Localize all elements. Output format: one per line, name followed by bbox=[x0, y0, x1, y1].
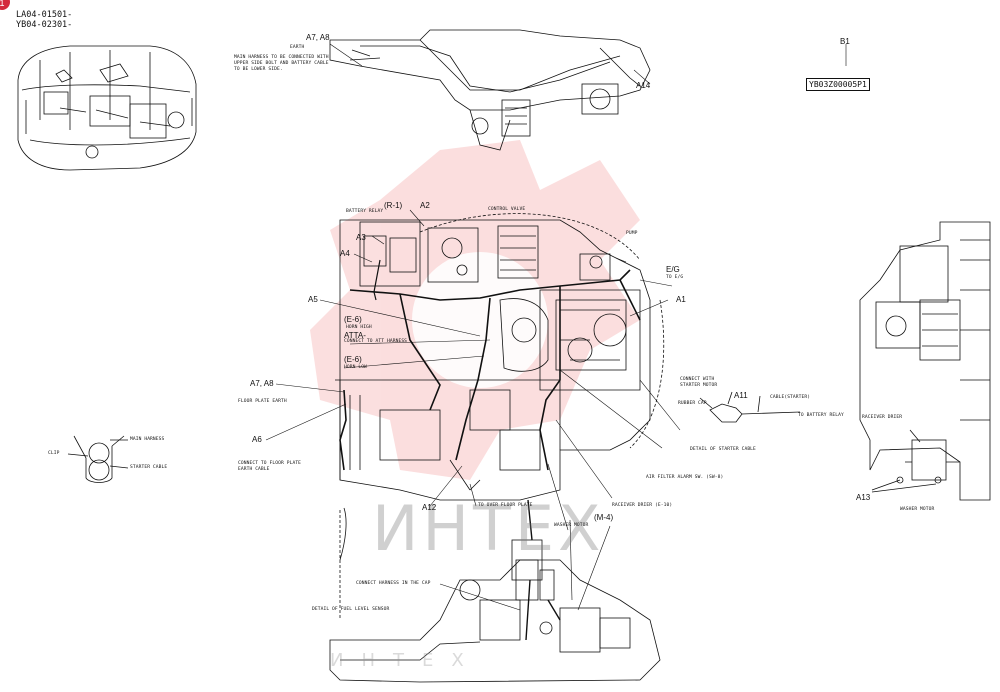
ref-a13: A13 bbox=[856, 493, 871, 502]
watermark-logo bbox=[310, 140, 640, 480]
ref-a1: A1 bbox=[676, 295, 686, 304]
machine-overview-iso bbox=[17, 45, 197, 171]
caption-connect-cap: CONNECT HARNESS IN THE CAP bbox=[356, 581, 431, 586]
part-ref-label: B1 bbox=[840, 37, 850, 46]
ref-e6-high: (E-6) bbox=[344, 315, 362, 324]
ref-a2: A2 bbox=[420, 201, 430, 210]
caption-to-battery-relay: TO BATTERY RELAY bbox=[798, 413, 844, 418]
caption-main-harness-3: TO BE LOWER SIDE. bbox=[234, 67, 283, 72]
clip-detail bbox=[67, 435, 129, 483]
ref-a11: A11 bbox=[734, 391, 748, 400]
main-frame-plan-view bbox=[335, 213, 665, 501]
ref-a4: A4 bbox=[340, 249, 350, 258]
part-number-box: YB03Z00005P1 bbox=[806, 78, 870, 91]
page-badge: 1 bbox=[0, 0, 10, 10]
caption-connect-att: CONNECT TO ATT HARNESS bbox=[344, 339, 408, 344]
caption-starter-cable: STARTER CABLE bbox=[130, 465, 168, 470]
caption-cable-starter: CABLE(STARTER) bbox=[770, 395, 811, 400]
serial-range-1: LA04-01501- bbox=[16, 10, 73, 20]
caption-to-over-floor: TO OVER FLOOR PLATE bbox=[478, 503, 533, 508]
caption-washer-motor-mid: WASHER MOTOR bbox=[554, 523, 589, 528]
chassis-top-view bbox=[329, 29, 651, 151]
caption-detail-fuel: DETAIL OF FUEL LEVEL SENSOR bbox=[312, 607, 390, 612]
caption-to-eg: TO E/G bbox=[666, 275, 684, 280]
caption-pump: PUMP bbox=[626, 231, 638, 236]
leader-lines bbox=[265, 43, 847, 611]
caption-atta: ATTA- bbox=[344, 331, 366, 340]
caption-control-valve: CONTROL VALVE bbox=[488, 207, 526, 212]
caption-horn-high: HORN HIGH bbox=[346, 325, 372, 330]
caption-battery-relay: BATTERY RELAY bbox=[346, 209, 384, 214]
ref-m4: (M-4) bbox=[594, 513, 614, 522]
watermark-text: ИНТЕХ bbox=[372, 492, 605, 565]
ref-r1: (R-1) bbox=[384, 201, 403, 210]
caption-horn-low: HORN LOW bbox=[344, 365, 367, 370]
caption-connect-starter-1: CONNECT WITH bbox=[680, 377, 715, 382]
ref-a5: A5 bbox=[308, 295, 318, 304]
ref-a12: A12 bbox=[422, 503, 437, 512]
starter-cable-detail bbox=[699, 391, 801, 423]
ref-a7-a8-top: A7, A8 bbox=[306, 33, 330, 42]
ref-a14: A14 bbox=[636, 81, 651, 90]
caption-main-harness: MAIN HARNESS bbox=[130, 437, 165, 442]
caption-floor-plate-earth: FLOOR PLATE EARTH bbox=[238, 399, 287, 404]
caption-rubber-cap: RUBBER CAP bbox=[678, 401, 707, 406]
caption-main-harness-2: UPPER SIDE BOLT AND BATTERY CABLE bbox=[234, 61, 329, 66]
caption-detail-starter: DETAIL OF STARTER CABLE bbox=[690, 447, 756, 452]
ref-a6: A6 bbox=[252, 435, 262, 444]
caption-earth: EARTH bbox=[290, 45, 305, 50]
caption-eg: E/G bbox=[666, 265, 680, 274]
caption-receiver-drier-mid: RACEIVER DRIER (E-10) bbox=[612, 503, 673, 508]
caption-air-filter: AIR FILTER ALARM SW. (SW-8) bbox=[646, 475, 724, 480]
caption-main-harness-1: MAIN HARNESS TO BE CONNECTED WITH bbox=[234, 55, 329, 60]
ref-a7-a8-mid: A7, A8 bbox=[250, 379, 274, 388]
ref-e6-low: (E-6) bbox=[344, 355, 362, 364]
ref-a3: A3 bbox=[356, 233, 366, 242]
caption-connect-floor-2: EARTH CABLE bbox=[238, 467, 270, 472]
caption-receiver-drier-right: RACEIVER DRIER bbox=[862, 415, 903, 420]
serial-range-2: YB04-02301- bbox=[16, 20, 73, 30]
fuel-sensor-detail bbox=[329, 499, 661, 683]
caption-connect-floor-1: CONNECT TO FLOOR PLATE bbox=[238, 461, 302, 466]
right-side-view bbox=[859, 221, 991, 501]
caption-clip: CLIP bbox=[48, 451, 60, 456]
watermark-text-lower: ИНТЕХ bbox=[330, 650, 482, 671]
caption-connect-starter-2: STARTER MOTOR bbox=[680, 383, 718, 388]
caption-washer-motor-right: WASHER MOTOR bbox=[900, 507, 935, 512]
